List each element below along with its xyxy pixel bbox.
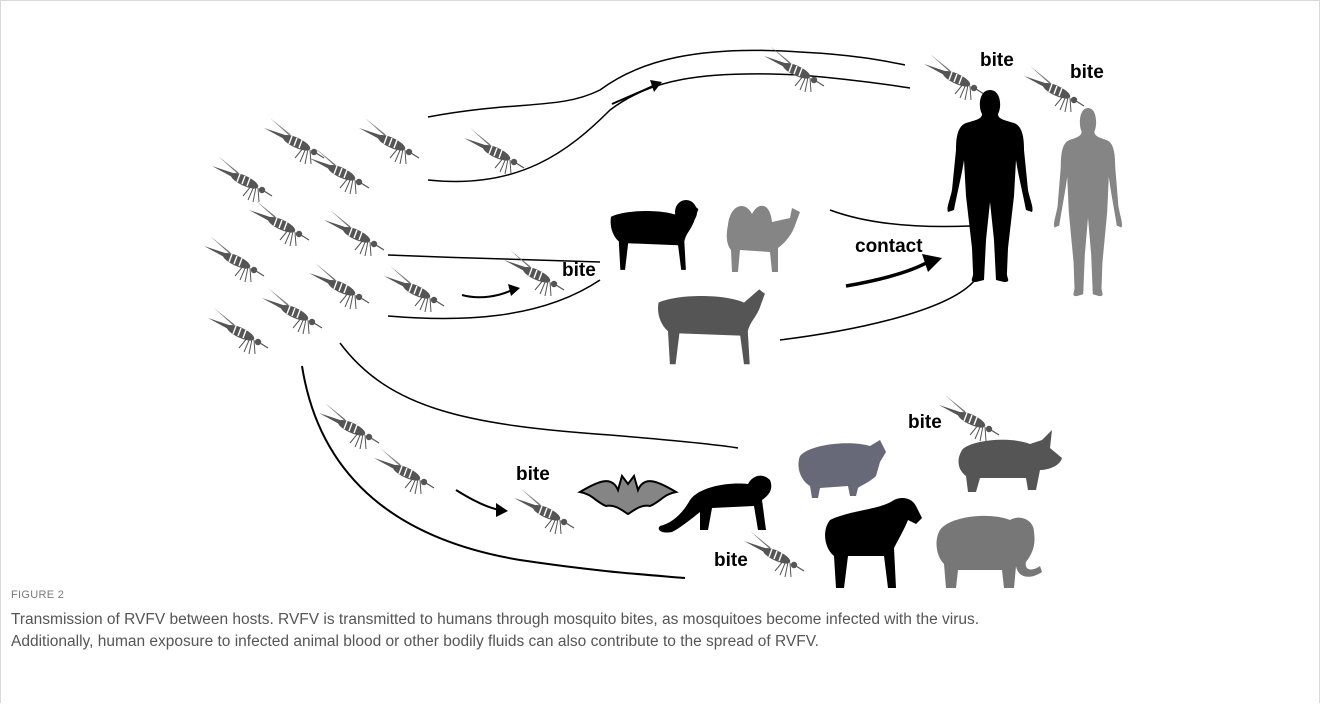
sheep-icon — [611, 200, 699, 270]
zebra-icon — [825, 498, 922, 588]
cow-icon — [658, 289, 765, 364]
bite-label: bite — [562, 260, 596, 281]
figure-caption: Transmission of RVFV between hosts. RVFV… — [11, 609, 1301, 653]
bite-label: bite — [908, 412, 942, 433]
transmission-diagram: bite bite bite contact bite bite bite — [0, 0, 1320, 590]
contact-label: contact — [855, 236, 923, 257]
caption-line: Additionally, human exposure to infected… — [11, 631, 1301, 653]
bite-label: bite — [714, 550, 748, 571]
human-male-icon — [947, 90, 1032, 282]
figure-label: FIGURE 2 — [11, 589, 64, 601]
elephant-icon — [937, 516, 1042, 588]
bite-label: bite — [516, 464, 550, 485]
human-female-icon — [1054, 108, 1122, 296]
bat-icon — [580, 476, 676, 514]
caption-line: Transmission of RVFV between hosts. RVFV… — [11, 609, 1301, 631]
bite-label: bite — [980, 50, 1014, 71]
warthog-icon — [798, 440, 886, 498]
rhino-icon — [959, 430, 1062, 492]
monkey-icon — [659, 476, 772, 533]
camel-icon — [727, 206, 800, 272]
bite-label: bite — [1070, 62, 1104, 83]
